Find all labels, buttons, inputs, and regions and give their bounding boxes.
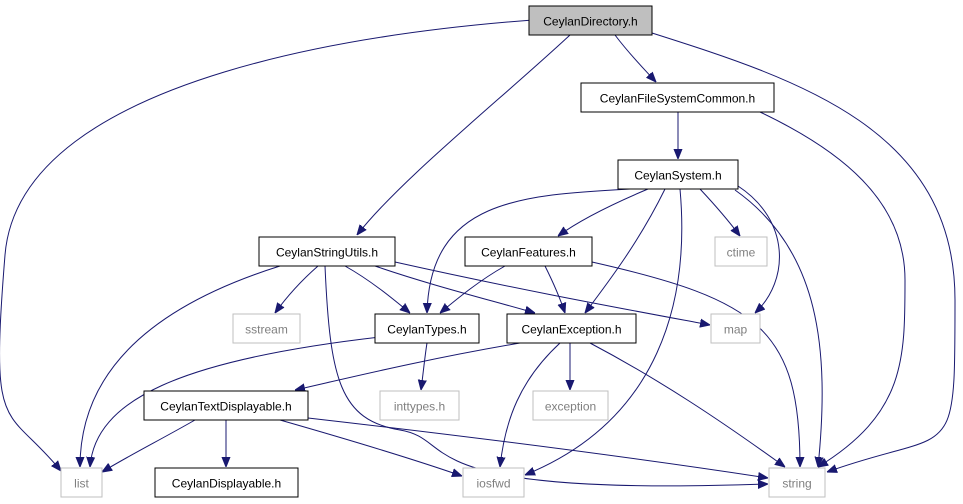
node-label: CeylanException.h [521,323,621,337]
node-label: ctime [727,246,756,260]
node-ceylan-system[interactable]: CeylanSystem.h [617,159,739,190]
node-exception: exception [532,390,609,421]
node-box [154,467,299,498]
node-label: iosfwd [476,477,510,491]
node-label: CeylanDisplayable.h [172,477,281,491]
node-ceylan-fs-common[interactable]: CeylanFileSystemCommon.h [580,82,775,113]
edge-ceylan-features-to-ceylan-exception [544,265,565,313]
edge-ceylan-string-utils-to-ceylan-exception [374,265,535,313]
edge-ceylan-directory-to-list [0,19,534,471]
node-box [374,313,480,344]
node-inttypes: inttypes.h [379,390,460,421]
node-box [710,313,761,344]
edge-ceylan-features-to-string [591,261,800,467]
node-label: CeylanFileSystemCommon.h [600,92,755,106]
node-box [580,82,775,113]
node-box [714,236,768,267]
node-ceylan-features[interactable]: CeylanFeatures.h [464,236,593,267]
node-ceylan-types[interactable]: CeylanTypes.h [374,313,480,344]
node-label: CeylanTextDisplayable.h [160,400,291,414]
node-box [258,236,396,267]
edge-ceylan-system-to-ceylan-exception [585,188,666,313]
edge-ceylan-system-to-string [734,189,822,467]
edge-ceylan-system-to-ceylan-features [558,188,649,236]
node-label: exception [545,400,596,414]
edge-ceylan-directory-to-ceylan-string-utils [357,34,571,235]
node-label: map [724,323,748,337]
edge-ceylan-string-utils-to-sstream [275,265,319,313]
node-label: inttypes.h [394,400,445,414]
edge-ceylan-text-displayable-to-string [307,417,768,478]
node-box [768,467,826,498]
node-list: list [60,467,103,498]
node-label: CeylanFeatures.h [481,246,576,260]
node-label: CeylanStringUtils.h [276,246,378,260]
node-box [143,390,309,421]
edges-layer [0,19,956,486]
node-label: CeylanTypes.h [387,323,466,337]
node-sstream: sstream [232,313,301,344]
node-box [379,390,460,421]
node-label: CeylanSystem.h [634,169,721,183]
node-ceylan-string-utils[interactable]: CeylanStringUtils.h [258,236,396,267]
node-box [60,467,103,498]
node-string: string [768,467,826,498]
node-ceylan-displayable[interactable]: CeylanDisplayable.h [154,467,299,498]
node-box [462,467,525,498]
edge-ceylan-system-to-iosfwd [525,188,683,475]
node-label: string [782,477,811,491]
edge-ceylan-features-to-ceylan-types [440,265,506,313]
node-box [232,313,301,344]
edge-ceylan-system-to-ceylan-types [427,188,631,313]
edge-ceylan-string-utils-to-string [324,265,768,486]
edge-ceylan-directory-to-string [651,32,956,472]
node-box [528,5,653,36]
edge-ceylan-types-to-inttypes [421,342,428,390]
edge-ceylan-exception-to-iosfwd [500,342,561,467]
edge-ceylan-system-to-map [737,185,780,313]
node-iosfwd: iosfwd [462,467,525,498]
edge-ceylan-exception-to-string [589,342,785,467]
node-box [532,390,609,421]
edge-ceylan-string-utils-to-list [80,265,281,467]
node-label: CeylanDirectory.h [543,15,637,29]
edge-ceylan-directory-to-ceylan-fs-common [614,34,656,82]
edge-ceylan-string-utils-to-ceylan-types [344,265,410,313]
edge-ceylan-types-to-list [90,336,381,467]
nodes-layer: CeylanDirectory.hCeylanFileSystemCommon.… [60,5,826,498]
node-label: sstream [245,323,288,337]
node-label: list [74,477,89,491]
edge-ceylan-exception-to-ceylan-text-displayable [295,342,521,390]
node-box [506,313,637,344]
node-ceylan-exception[interactable]: CeylanException.h [506,313,637,344]
node-ceylan-directory[interactable]: CeylanDirectory.h [528,5,653,36]
node-ceylan-text-displayable[interactable]: CeylanTextDisplayable.h [143,390,309,421]
node-box [464,236,593,267]
node-ctime: ctime [714,236,768,267]
edge-ceylan-text-displayable-to-list [102,419,196,472]
node-map: map [710,313,761,344]
edge-ceylan-fs-common-to-string [759,111,906,467]
edge-ceylan-string-utils-to-map [394,261,710,325]
node-box [617,159,739,190]
edge-ceylan-system-to-ctime [699,188,740,236]
edge-ceylan-text-displayable-to-iosfwd [279,419,462,476]
